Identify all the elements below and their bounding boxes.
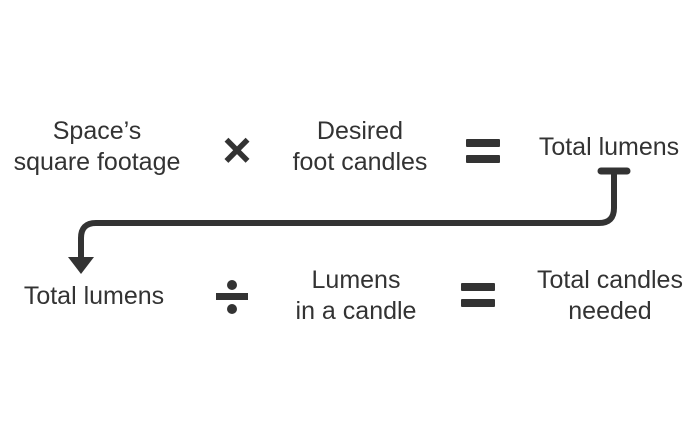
label-line: Space’s xyxy=(52,117,142,145)
multiply-icon: × xyxy=(222,122,252,178)
desired-foot-candles-label: Desired foot candles xyxy=(293,116,428,178)
space-square-footage-label: Space’s square footage xyxy=(14,116,181,178)
label-line: needed xyxy=(568,297,652,325)
lumens-in-a-candle-label: Lumens in a candle xyxy=(296,265,417,327)
total-lumens-result: Total lumens xyxy=(538,133,680,161)
equals-icon: = xyxy=(466,139,500,163)
total-candles-needed-result: Total candles needed xyxy=(537,265,683,327)
equals-icon: = xyxy=(461,283,495,307)
divide-icon: ÷ xyxy=(216,280,248,314)
label-line: Total candles xyxy=(537,266,683,294)
total-lumens-label: Total lumens xyxy=(23,282,165,310)
arrow-path xyxy=(78,171,617,258)
label-line: foot candles xyxy=(292,148,428,176)
label-line: square footage xyxy=(13,148,181,176)
label-line: Desired xyxy=(316,117,404,145)
label-line: in a candle xyxy=(295,297,417,325)
arrowhead-icon xyxy=(68,257,94,274)
label-line: Lumens xyxy=(311,266,401,294)
